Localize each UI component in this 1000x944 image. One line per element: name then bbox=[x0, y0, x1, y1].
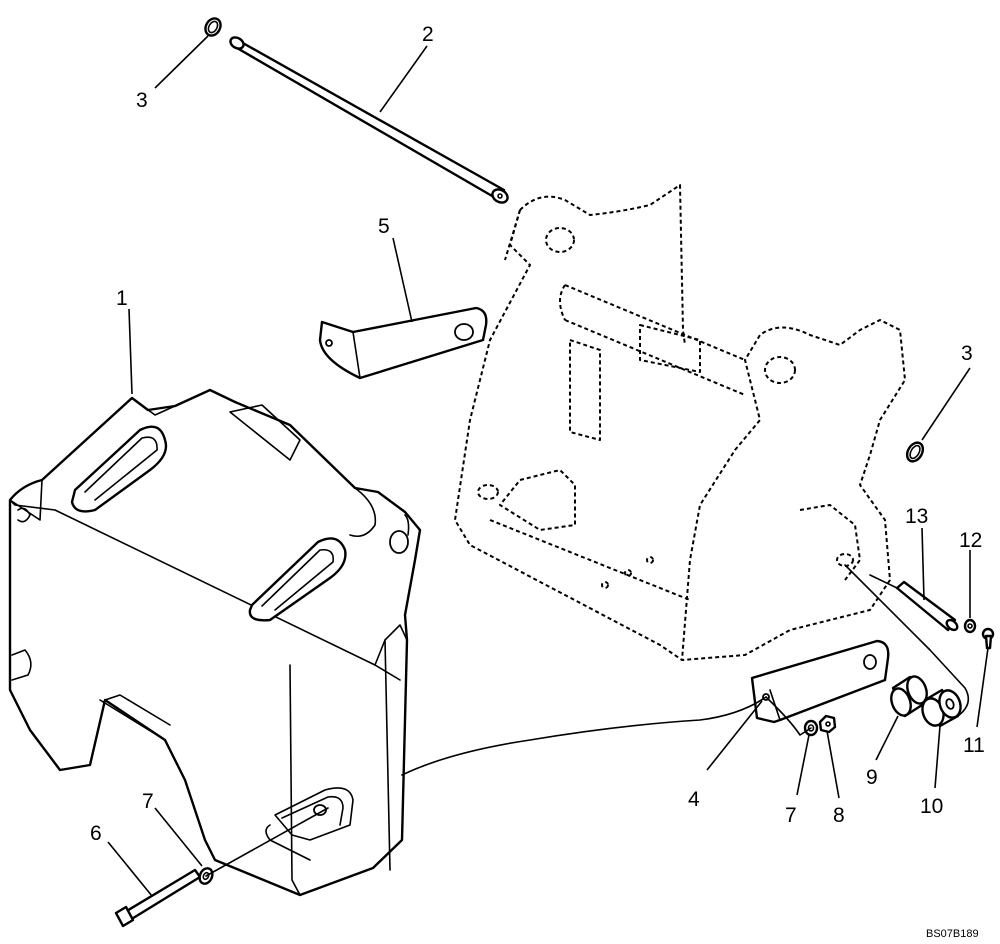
pin-long bbox=[229, 36, 509, 204]
pin-short bbox=[895, 580, 959, 632]
leader-lines bbox=[107, 35, 989, 897]
coupler-frame-phantom bbox=[454, 184, 906, 661]
callout-2: 2 bbox=[422, 23, 434, 46]
callout-12: 12 bbox=[959, 529, 982, 552]
callout-1: 1 bbox=[116, 287, 128, 310]
assembly-lines bbox=[205, 564, 970, 877]
bolt-long bbox=[114, 868, 202, 928]
callout-11: 11 bbox=[963, 734, 985, 757]
callout-4: 4 bbox=[688, 788, 700, 811]
bracket-plate-lower bbox=[750, 639, 890, 724]
cap-screw bbox=[981, 627, 995, 650]
callout-3-top: 3 bbox=[136, 89, 148, 112]
bracket-plate-upper bbox=[318, 306, 488, 380]
nut bbox=[818, 714, 837, 734]
callout-7-left: 7 bbox=[142, 790, 154, 813]
snap-ring-right bbox=[905, 441, 925, 463]
callout-13: 13 bbox=[905, 505, 928, 528]
bushing bbox=[890, 675, 928, 718]
washer-right bbox=[803, 719, 819, 737]
snap-ring-top bbox=[204, 17, 222, 37]
spacer bbox=[921, 688, 962, 728]
callout-8: 8 bbox=[833, 804, 845, 827]
figure-code: BS07B189 bbox=[926, 928, 979, 940]
callout-9: 9 bbox=[866, 766, 878, 789]
callout-10: 10 bbox=[920, 795, 943, 818]
counterweight bbox=[8, 388, 422, 897]
callout-6: 6 bbox=[90, 822, 102, 845]
callout-5: 5 bbox=[378, 215, 390, 238]
callouts: 1 2 3 3 4 5 6 7 7 8 9 10 11 12 13 bbox=[90, 23, 985, 845]
callout-7-right: 7 bbox=[785, 804, 797, 827]
small-washer bbox=[963, 618, 977, 634]
callout-3-right: 3 bbox=[961, 342, 973, 365]
